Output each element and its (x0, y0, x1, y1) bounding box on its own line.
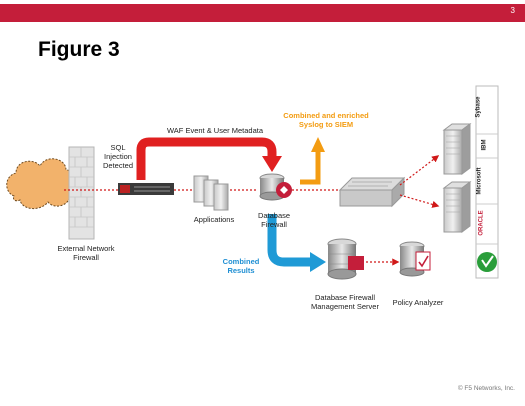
copyright: © F5 Networks, Inc. (457, 385, 515, 392)
server-tower-icon (442, 181, 472, 233)
mgmt-server-label: Database Firewall Management Server (311, 293, 379, 311)
vendor-sybase: Sybase (475, 96, 482, 118)
waf-event-label: WAF Event & User Metadata (166, 126, 263, 135)
check-icon (481, 255, 494, 268)
link-switch-server2 (399, 194, 440, 208)
syslog-arrow (300, 150, 321, 185)
vendor-oracle: ORACLE (478, 210, 485, 236)
applications-label: Applications (193, 215, 235, 224)
syslog-arrow-head (311, 137, 325, 152)
database-firewall-icon (259, 173, 292, 201)
servers-icon (193, 175, 229, 211)
external-firewall-label: External Network Firewall (57, 244, 115, 262)
page-number: 3 (510, 6, 515, 15)
database-firewall-label: Database Firewall (257, 211, 291, 229)
combined-results-arrow-head (310, 252, 326, 272)
server-tower-icon (442, 123, 472, 175)
waf-event-arrow-head (262, 156, 282, 172)
combined-results-arrow (267, 214, 312, 267)
cloud-icon (6, 158, 77, 209)
link-switch-server1 (399, 155, 440, 186)
policy-analyzer-label: Policy Analyzer (392, 298, 444, 307)
appliance-icon (118, 183, 174, 195)
analyzer-icon (399, 241, 431, 277)
waf-event-arrow (136, 137, 277, 180)
vendor-logo-icon (477, 252, 497, 272)
database-icon (327, 238, 364, 280)
sql-injection-label: SQL Injection Detected (102, 143, 134, 170)
firewall-wall-icon (68, 146, 95, 240)
vendor-microsoft: Microsoft (476, 167, 483, 195)
header-bar: 3 (0, 4, 525, 22)
syslog-label: Combined and enriched Syslog to SIEM (283, 111, 369, 129)
vendor-ibm: IBM (481, 139, 488, 151)
page-title: Figure 3 (38, 38, 120, 61)
switch-icon (338, 176, 406, 208)
combined-results-label: Combined Results (222, 257, 260, 275)
